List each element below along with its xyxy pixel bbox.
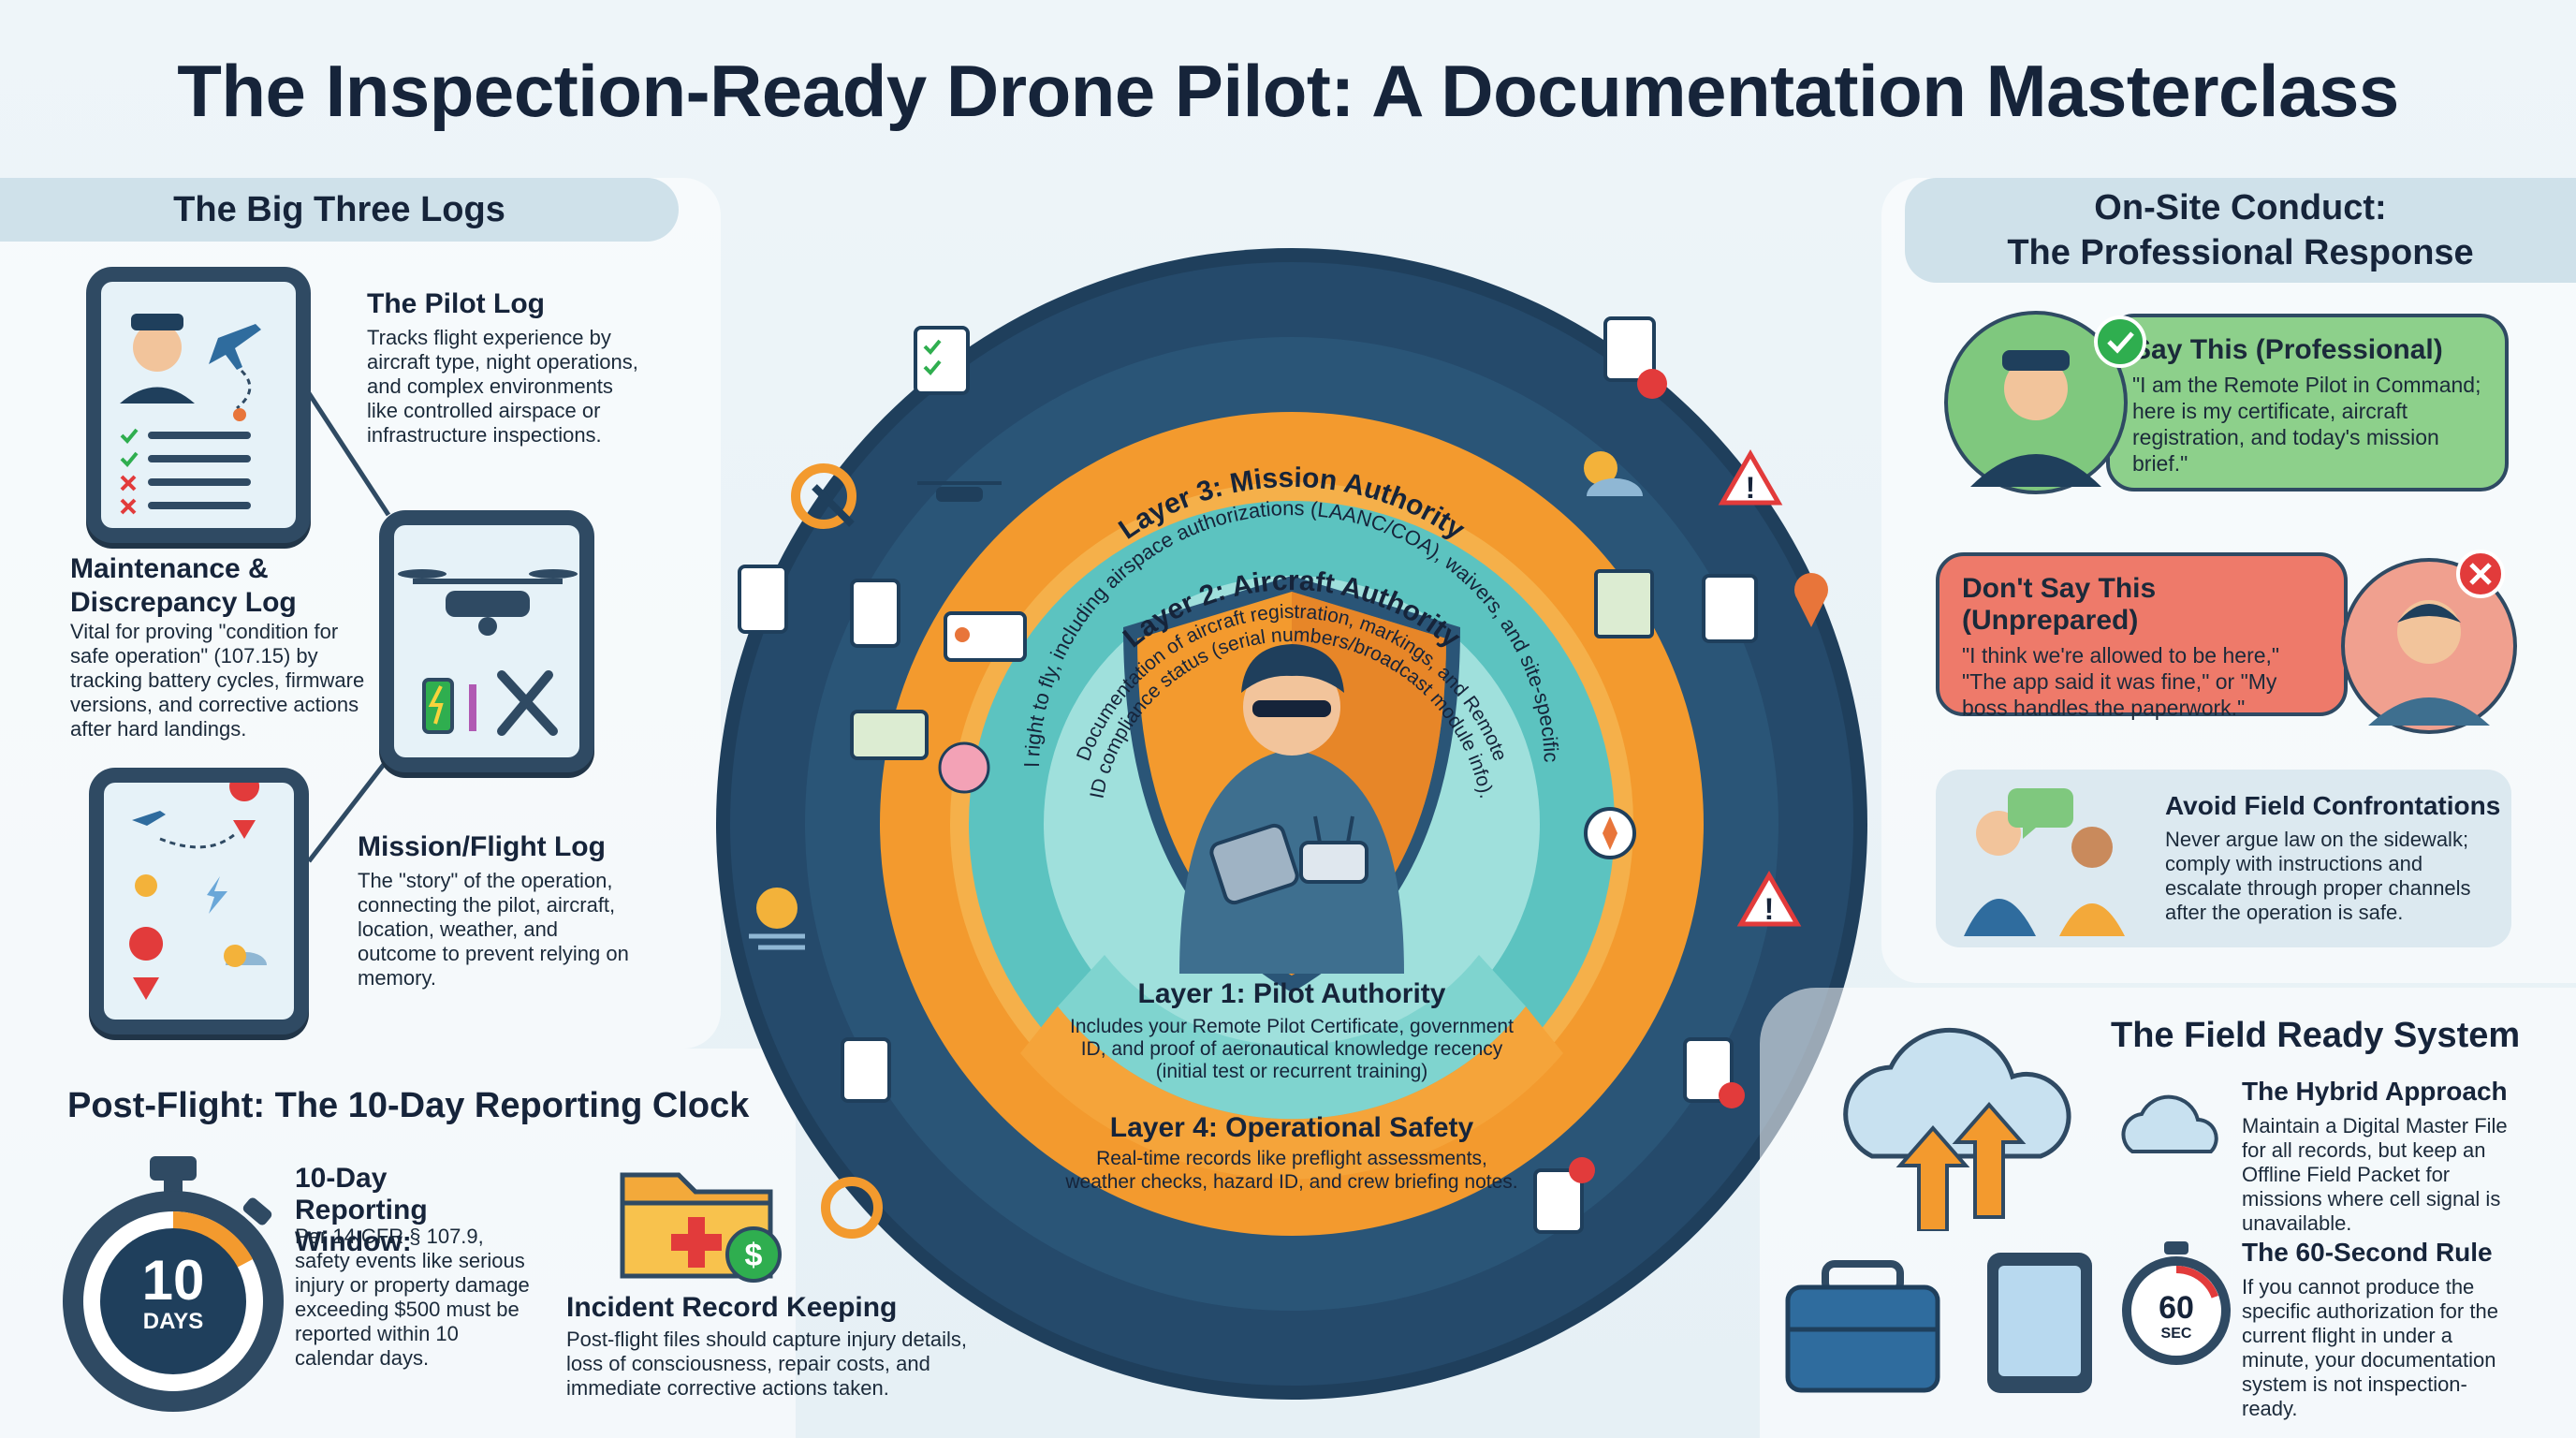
stopwatch-unit: DAYS: [142, 1309, 204, 1334]
reporting-window-body: Per 14 CFR § 107.9, safety events like s…: [295, 1225, 530, 1370]
map-icon: [1594, 569, 1654, 638]
say-this-title: Say This (Professional): [2132, 334, 2443, 365]
drone-small-icon: [917, 481, 1002, 502]
sixty-second-rule-title: The 60-Second Rule: [2242, 1238, 2493, 1267]
clipboard-drone-icon: [850, 579, 900, 648]
small-cloud-icon: [2121, 1094, 2218, 1153]
layer1-title: Layer 1: Pilot Authority: [1137, 978, 1446, 1009]
maintenance-log-tablet: [379, 510, 594, 772]
layer1-segment: [1058, 955, 1526, 1120]
say-this-bubble: Say This (Professional) "I am the Remote…: [2106, 314, 2509, 492]
timer-number: 60: [2159, 1290, 2194, 1326]
pilot-icon: [120, 314, 261, 515]
gear-wrench-icon: [791, 463, 856, 529]
onsite-heading-line1: On-Site Conduct:: [2094, 188, 2387, 227]
avoid-confrontation-title: Avoid Field Confrontations: [2165, 791, 2501, 820]
onsite-heading-line2: The Professional Response: [2007, 233, 2474, 272]
dont-say-title: Don't Say This (Unprepared): [1962, 573, 2157, 636]
incident-record-body: Post-flight files should capture injury …: [566, 1328, 967, 1400]
say-this-body: "I am the Remote Pilot in Command; here …: [2132, 373, 2481, 476]
two-people-talking-icon: [1964, 788, 2125, 936]
document-icon: [1702, 574, 1758, 643]
location-pin-icon: [1794, 573, 1828, 627]
checklist-icon: [914, 326, 970, 395]
onsite-heading: On-Site Conduct: The Professional Respon…: [1905, 178, 2576, 283]
stopwatch-icon: [63, 1156, 284, 1412]
hybrid-approach-title: The Hybrid Approach: [2242, 1077, 2508, 1106]
layer4-body: Real-time records like preflight assessm…: [1065, 1148, 1518, 1193]
drone-wrench-icon: [398, 569, 578, 736]
warning-icon-2: !: [1736, 870, 1802, 927]
tablet-icon: [1987, 1253, 2092, 1393]
incident-folder-icon: $: [620, 1172, 782, 1283]
dont-say-bubble: Don't Say This (Unprepared) "I think we'…: [1936, 552, 2348, 720]
check-icon: [2094, 315, 2146, 368]
layer4-title: Layer 4: Operational Safety: [1109, 1112, 1474, 1143]
layer1-body: Includes your Remote Pilot Certificate, …: [1070, 1016, 1514, 1082]
gear-wrench-icon-2: [821, 1177, 883, 1239]
briefcase-icon: [1785, 1260, 1940, 1393]
sun-cloud-icon: [1584, 451, 1643, 496]
mission-log-title: Mission/Flight Log: [358, 831, 606, 862]
field-ready-heading: The Field Ready System: [2111, 1016, 2521, 1055]
sun-wind-icon: [749, 888, 805, 950]
document-alert-icon-3: [1533, 1157, 1595, 1234]
warning-icon: !: [1718, 448, 1783, 506]
mission-log-tablet: [89, 768, 309, 1034]
pilot-log-body: Tracks flight experience by aircraft typ…: [367, 326, 638, 447]
svg-text:!: !: [1764, 892, 1775, 926]
id-card-icon: [944, 611, 1027, 662]
brain-icon: [938, 741, 990, 794]
svg-text:$: $: [745, 1238, 763, 1273]
maintenance-log-body: Vital for proving "condition for safe op…: [70, 620, 365, 741]
dont-say-body: "I think we're allowed to be here," "The…: [1962, 643, 2280, 720]
compass-icon: [1584, 807, 1636, 859]
mission-map-icon: [129, 783, 267, 1000]
post-flight-heading: Post-Flight: The 10-Day Reporting Clock: [67, 1086, 750, 1125]
pilot-log-tablet: [86, 267, 311, 543]
sixty-second-timer-icon: [2122, 1241, 2231, 1365]
document-alert-icon: [1603, 316, 1667, 399]
pilot-log-title: The Pilot Log: [367, 288, 545, 319]
worried-person-avatar: [2341, 550, 2517, 734]
photo-card-icon: [850, 710, 929, 760]
incident-record-title: Incident Record Keeping: [566, 1292, 898, 1323]
stopwatch-number: 10: [141, 1249, 205, 1312]
pilot-figure: [1179, 644, 1404, 974]
reporting-window-title: 10-Day Reporting Window:: [295, 1163, 428, 1257]
clipboard-pencil-icon: [841, 1037, 891, 1103]
sixty-second-rule-body: If you cannot produce the specific autho…: [2242, 1275, 2498, 1420]
cloud-upload-icon: [1843, 1027, 2071, 1231]
timer-unit: SEC: [2160, 1326, 2192, 1342]
page-title: The Inspection-Ready Drone Pilot: A Docu…: [177, 50, 2399, 132]
layer4-segment: [1020, 1006, 1563, 1180]
confident-pilot-avatar: [1944, 311, 2146, 494]
maintenance-log-title: Maintenance & Discrepancy Log: [70, 553, 297, 618]
clipboard-icon: [738, 565, 788, 634]
mission-log-body: The "story" of the operation, connecting…: [358, 869, 629, 990]
log-connectors: [306, 391, 391, 863]
hybrid-approach-body: Maintain a Digital Master File for all r…: [2242, 1114, 2508, 1235]
authority-rings: Layer 3: Mission Authority Proof of lega…: [711, 187, 1867, 1400]
avoid-confrontation-body: Never argue law on the sidewalk; comply …: [2165, 828, 2471, 924]
big-three-heading: The Big Three Logs: [0, 178, 679, 242]
svg-text:!: !: [1746, 471, 1756, 505]
ring-icons: ! !: [738, 316, 1828, 1239]
document-alert-icon-2: [1683, 1037, 1745, 1108]
